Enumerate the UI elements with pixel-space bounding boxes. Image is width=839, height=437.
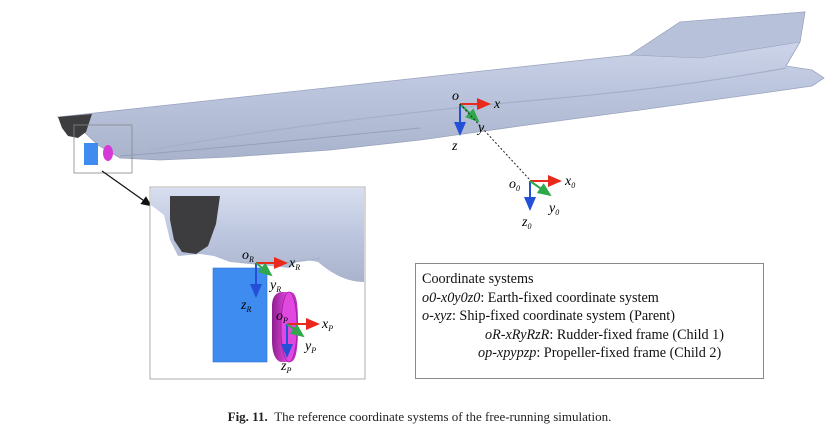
caption-label: Fig. 11. — [227, 409, 268, 424]
rudder-detail — [212, 267, 268, 363]
ship-axes — [454, 98, 531, 181]
propeller-y-label: yP — [303, 339, 316, 355]
rudder-z-label: zR — [240, 298, 251, 314]
legend-symbol: oR-xRyRzR — [485, 326, 550, 343]
transom — [58, 114, 92, 138]
zoom-arrow — [101, 170, 152, 207]
propeller-axes — [281, 318, 320, 358]
rudder-y-label: yR — [268, 278, 281, 294]
ship-x-label: x — [493, 97, 501, 112]
earth-axes — [524, 175, 562, 211]
propeller-origin-label: oP — [276, 309, 288, 325]
legend-row-propeller: op-xpypzp: Propeller-fixed frame (Child … — [422, 344, 763, 363]
legend-symbol: op-xpypzp — [478, 345, 537, 361]
earth-y-label: y0 — [547, 201, 559, 217]
propeller-z-label: zP — [280, 359, 291, 375]
propeller-x-label: xP — [321, 317, 333, 333]
earth-x-label: x0 — [564, 174, 575, 190]
rudder-x-label: xR — [288, 256, 300, 272]
inset-frame — [73, 124, 133, 174]
ship-z-label: z — [451, 139, 458, 154]
legend-desc: : Propeller-fixed frame (Child 2) — [536, 345, 722, 361]
legend-row-earth: o0-x0y0z0: Earth-fixed coordinate system — [422, 289, 763, 308]
ship-hull — [56, 11, 825, 161]
legend-row-rudder: oR-xRyRzR: Rudder-fixed frame (Child 1) — [422, 326, 763, 345]
legend-desc: : Earth-fixed coordinate system — [480, 289, 659, 306]
legend-symbol: o-xyz — [422, 308, 452, 324]
legend-title: Coordinate systems — [422, 271, 534, 287]
earth-z-label: z0 — [521, 215, 531, 231]
rudder-origin-label: oR — [242, 248, 254, 264]
rudder-axes — [250, 257, 288, 298]
ship-origin-label: o — [452, 89, 459, 104]
legend-symbol: o0-x0y0z0 — [422, 289, 481, 306]
propeller-small — [103, 145, 113, 161]
caption-text: The reference coordinate systems of the … — [274, 409, 612, 424]
earth-origin-label: o0 — [509, 177, 520, 193]
ship-y-label: y — [476, 121, 485, 136]
legend-desc: : Ship-fixed coordinate system (Parent) — [451, 308, 675, 324]
legend-desc: : Rudder-fixed frame (Child 1) — [549, 326, 724, 343]
rudder-small — [84, 143, 98, 165]
propeller-detail — [272, 291, 298, 363]
figure-caption: Fig. 11. The reference coordinate system… — [0, 409, 839, 425]
legend-row-ship: o-xyz: Ship-fixed coordinate system (Par… — [422, 307, 763, 326]
coordinate-legend: Coordinate systems o0-x0y0z0: Earth-fixe… — [415, 263, 764, 379]
